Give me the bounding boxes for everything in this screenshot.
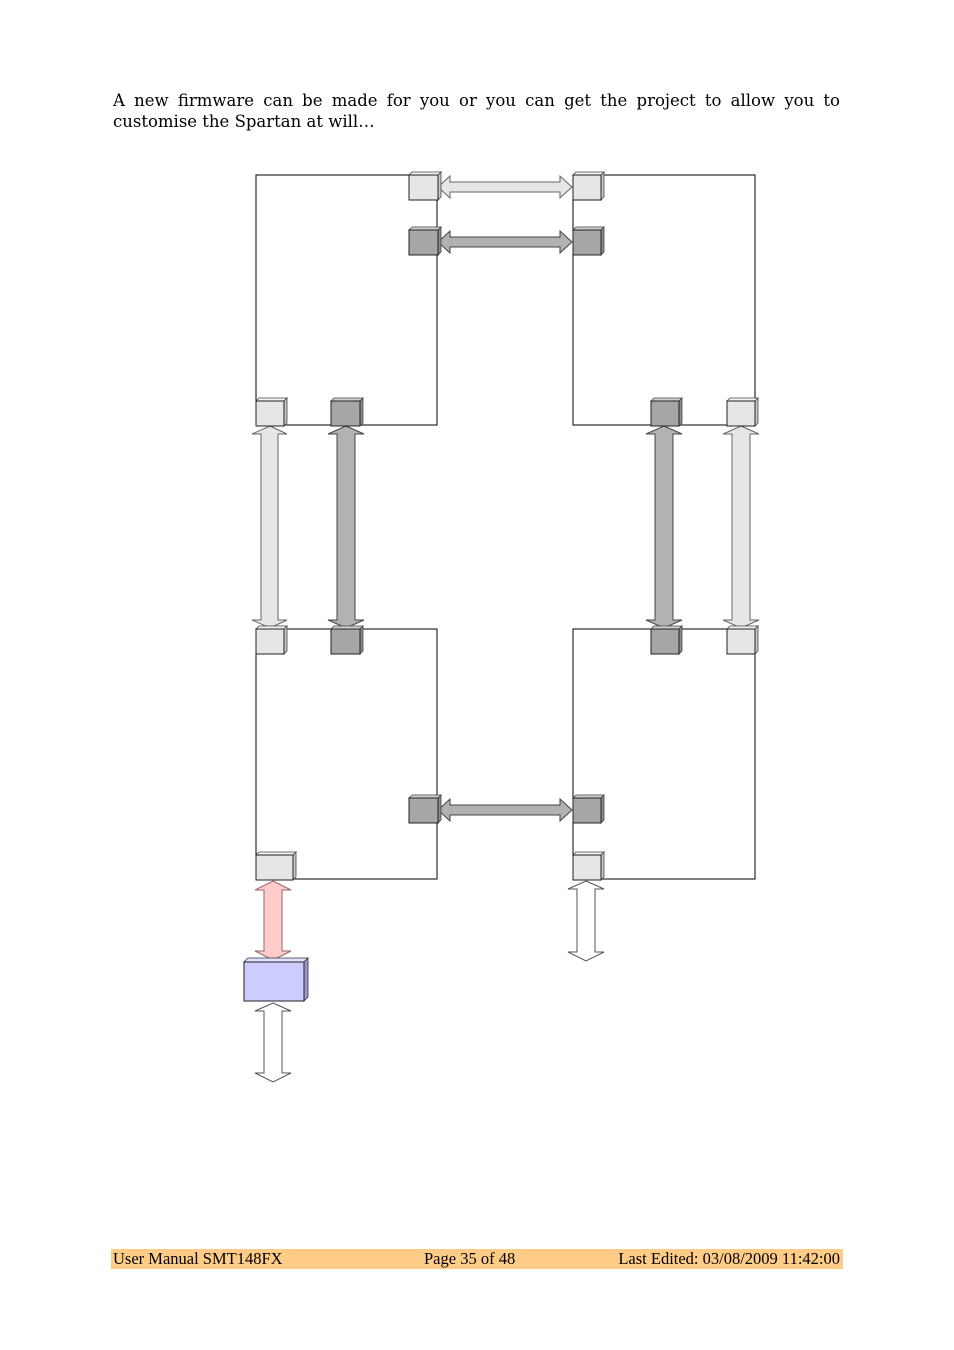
- intro-paragraph: A new firmware can be made for you or yo…: [113, 90, 840, 132]
- arrow-right-light: [722, 425, 760, 629]
- port-bl-right-dark: [408, 794, 442, 824]
- ports: [255, 171, 759, 881]
- arrow-bottom-dark: [437, 797, 573, 823]
- arrow-top-light: [437, 174, 573, 200]
- module-box-top-left: [255, 174, 438, 426]
- module-box-top-right: [572, 174, 756, 426]
- port-br-top-dark: [650, 625, 683, 655]
- port-tl-right-light: [408, 171, 442, 201]
- port-tr-bottom-dark: [650, 397, 683, 427]
- intro-text: A new firmware can be made for you or yo…: [113, 91, 840, 131]
- arrow-white-right: [567, 880, 605, 962]
- port-tr-left-dark: [572, 226, 605, 256]
- page-footer: User Manual SMT148FX Page 35 of 48 Last …: [111, 1249, 843, 1269]
- arrow-left-light: [251, 425, 288, 629]
- arrow-white-bottom: [254, 1002, 292, 1083]
- port-bl-top-light: [255, 625, 288, 655]
- arrow-pink: [254, 880, 292, 961]
- port-br-bottom-light: [572, 851, 605, 881]
- module-box-bottom-right: [572, 628, 756, 880]
- port-bl-bottom-light: [255, 851, 297, 881]
- arrow-top-dark: [437, 229, 573, 255]
- port-tr-left-light: [572, 171, 605, 201]
- port-tl-bottom-light: [255, 397, 288, 427]
- footer-page-number: Page 35 of 48: [424, 1249, 516, 1268]
- footer-document-title: User Manual SMT148FX: [113, 1249, 283, 1268]
- port-bl-top-dark: [330, 625, 364, 655]
- blue-interface-box: [243, 957, 309, 1002]
- module-box-bottom-left: [255, 628, 438, 880]
- port-tr-bottom-light: [726, 397, 759, 427]
- arrow-left-dark: [327, 425, 365, 629]
- port-tl-right-dark: [408, 226, 442, 256]
- arrow-right-dark: [645, 425, 683, 629]
- port-br-left-dark: [572, 794, 605, 824]
- port-tl-bottom-dark: [330, 397, 364, 427]
- port-br-top-light: [726, 625, 759, 655]
- footer-last-edited: Last Edited: 03/08/2009 11:42:00: [618, 1249, 840, 1268]
